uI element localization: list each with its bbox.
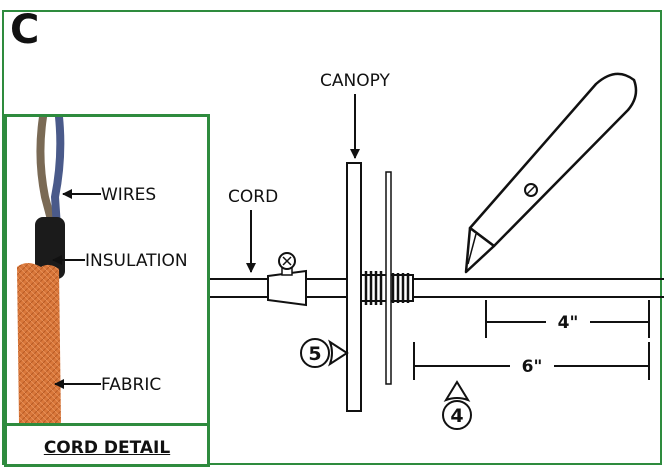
step-5-marker: [300, 338, 349, 368]
step-4-label: 4: [450, 405, 463, 427]
wires-icon: [36, 117, 65, 231]
dimension-4-inch-label: 4": [558, 313, 579, 333]
fabric-label: FABRIC: [101, 375, 161, 395]
cord-detail-title: CORD DETAIL: [43, 438, 171, 458]
fabric-icon: [17, 263, 61, 423]
utility-knife-icon: [464, 72, 638, 274]
insulation-label: INSULATION: [85, 251, 188, 271]
cord-clamp-screw-icon: [267, 252, 307, 307]
dimension-6-inch-label: 6": [522, 357, 543, 377]
cord-label: CORD: [228, 187, 278, 207]
wires-label: WIRES: [101, 185, 156, 205]
cord-detail-box: WIRES INSULATION FABRIC CORD DETAIL: [4, 114, 210, 467]
dimension-6-inch: [413, 342, 650, 380]
step-5-label: 5: [308, 343, 321, 365]
step-4-marker: [442, 380, 472, 430]
canopy-plate-icon: [346, 162, 362, 412]
dimension-4-inch: [485, 300, 650, 338]
panel-frame: [2, 10, 662, 465]
canopy-label: CANOPY: [320, 71, 390, 91]
cord-detail-illustration: WIRES INSULATION FABRIC: [17, 117, 188, 423]
washer-plate: [385, 171, 392, 385]
panel-letter: C: [10, 7, 40, 53]
detail-divider: [7, 423, 207, 426]
